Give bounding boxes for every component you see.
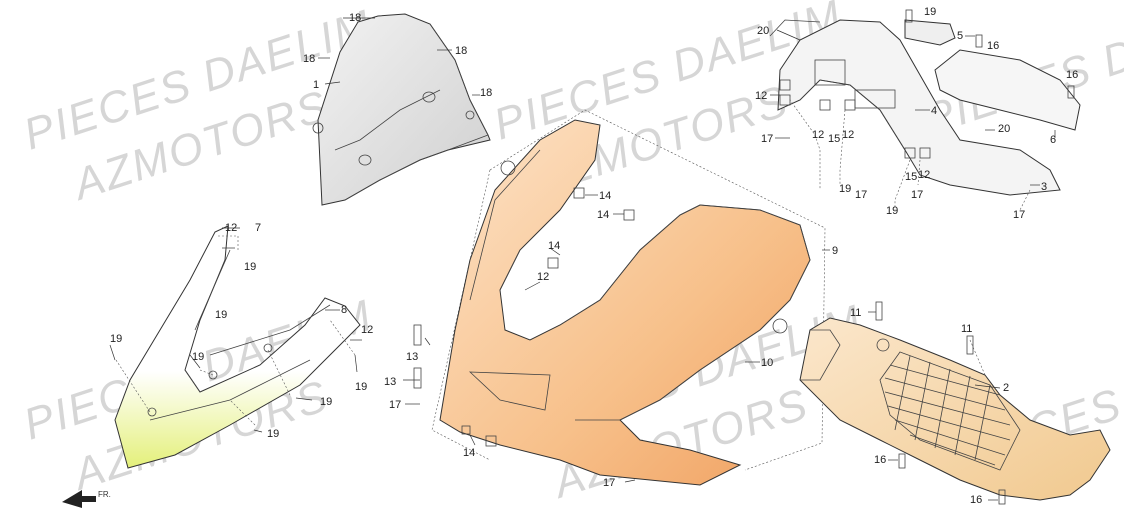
callout-15-b: 15 <box>905 171 917 183</box>
callout-1: 1 <box>313 79 319 91</box>
part-front-cover <box>403 109 830 486</box>
callout-19-f: 19 <box>320 396 332 408</box>
callout-16-c: 16 <box>874 454 886 466</box>
callout-18-d: 18 <box>480 87 492 99</box>
callout-13-b: 13 <box>384 376 396 388</box>
callout-19-g: 19 <box>267 428 279 440</box>
callout-16-b: 16 <box>1066 69 1078 81</box>
callout-19-a: 19 <box>244 261 256 273</box>
callout-12-f: 12 <box>842 129 854 141</box>
callout-13-a: 13 <box>406 351 418 363</box>
callout-18-c: 18 <box>455 45 467 57</box>
callout-17-f: 17 <box>603 477 615 489</box>
callout-10: 10 <box>761 357 773 369</box>
callout-19-e: 19 <box>355 381 367 393</box>
callout-12-b: 12 <box>361 324 373 336</box>
callout-12-g: 12 <box>918 169 930 181</box>
callout-17-e: 17 <box>389 399 401 411</box>
callouts: 1 2 3 4 5 6 7 8 9 10 11 11 12 12 12 12 1… <box>110 6 1078 506</box>
callout-19-h: 19 <box>924 6 936 18</box>
callout-14-a: 14 <box>599 190 611 202</box>
callout-12-a: 12 <box>225 222 237 234</box>
callout-4: 4 <box>931 105 937 117</box>
callout-19-c: 19 <box>110 333 122 345</box>
callout-11-b: 11 <box>961 323 972 335</box>
callout-19-i: 19 <box>839 183 851 195</box>
callout-16-d: 16 <box>970 494 982 506</box>
callout-2: 2 <box>1003 382 1009 394</box>
callout-19-j: 19 <box>886 205 898 217</box>
callout-9: 9 <box>832 245 838 257</box>
callout-19-b: 19 <box>215 309 227 321</box>
callout-12-d: 12 <box>755 90 767 102</box>
callout-17-c: 17 <box>911 189 923 201</box>
grille <box>879 351 1021 471</box>
callout-17-a: 17 <box>761 133 773 145</box>
front-direction-label: FR. <box>98 490 111 499</box>
callout-3: 3 <box>1041 181 1047 193</box>
callout-6: 6 <box>1050 134 1056 146</box>
callout-15-a: 15 <box>828 133 840 145</box>
callout-18-a: 18 <box>349 12 361 24</box>
callout-20-a: 20 <box>757 25 769 37</box>
callout-20-b: 20 <box>998 123 1010 135</box>
callout-17-d: 17 <box>1013 209 1025 221</box>
callout-8: 8 <box>341 304 347 316</box>
callout-12-c: 12 <box>537 271 549 283</box>
callout-14-b: 14 <box>597 209 609 221</box>
part-windshield <box>312 13 491 206</box>
callout-18-b: 18 <box>303 53 315 65</box>
callout-19-d: 19 <box>192 351 204 363</box>
part-under-cover <box>799 301 1111 505</box>
front-direction-indicator: FR. <box>62 490 111 508</box>
callout-14-c: 14 <box>548 240 560 252</box>
callout-12-e: 12 <box>812 129 824 141</box>
callout-14-d: 14 <box>463 447 475 459</box>
part-inner-cover <box>109 225 362 469</box>
callout-11-a: 11 <box>850 307 861 319</box>
callout-17-b: 17 <box>855 189 867 201</box>
callout-5: 5 <box>957 30 963 42</box>
arrow-left-icon <box>62 490 96 508</box>
callout-16-a: 16 <box>987 40 999 52</box>
callout-7: 7 <box>255 222 261 234</box>
part-top-assembly <box>769 9 1081 211</box>
